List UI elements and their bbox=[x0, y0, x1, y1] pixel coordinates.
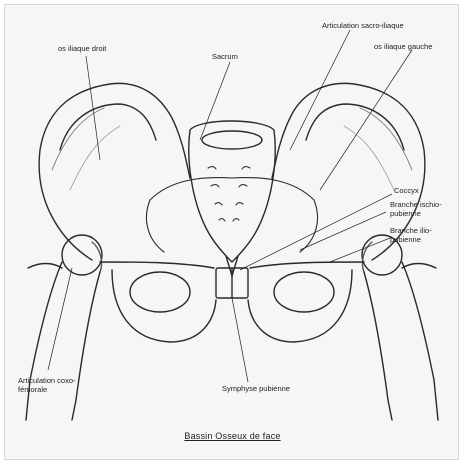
right-greater-trochanter bbox=[402, 264, 436, 269]
right-femur bbox=[364, 262, 438, 420]
left-greater-trochanter bbox=[28, 264, 62, 269]
leader-articulation-coxo-femorale bbox=[48, 268, 72, 370]
label-coccyx: Coccyx bbox=[394, 186, 419, 195]
left-iliac-crest-shading bbox=[52, 108, 104, 170]
right-ischium bbox=[248, 270, 352, 342]
figure-title: Bassin Osseux de face bbox=[0, 431, 465, 441]
left-ischium bbox=[112, 270, 216, 342]
sacrum-outline bbox=[189, 121, 275, 262]
left-superior-pubic-ramus bbox=[100, 262, 214, 268]
leader-articulation-sacro-iliaque bbox=[290, 30, 350, 150]
leader-symphyse-pubienne bbox=[232, 298, 248, 382]
leader-sacrum bbox=[200, 62, 230, 140]
leader-branche-ilio-pubienne bbox=[330, 238, 390, 262]
label-sacrum: Sacrum bbox=[212, 52, 238, 61]
left-ilium-inner bbox=[60, 104, 156, 150]
label-os-iliaque-droit: os iliaque droit bbox=[58, 44, 106, 53]
pelvic-brim bbox=[150, 178, 318, 252]
label-branche-ischio-pubienne: Branche ischio-pubienne bbox=[390, 200, 450, 218]
right-ilium-inner bbox=[306, 104, 404, 150]
right-obturator-foramen bbox=[274, 272, 334, 312]
sacral-promontory bbox=[202, 131, 262, 149]
leader-branche-ischio-pubienne bbox=[300, 212, 386, 250]
label-branche-ilio-pubienne: Branche ilio-pubienne bbox=[390, 226, 450, 244]
left-obturator-foramen bbox=[130, 272, 190, 312]
left-femur bbox=[26, 262, 100, 420]
left-ilium-outline bbox=[39, 83, 190, 260]
leader-os-iliaque-gauche bbox=[320, 50, 412, 190]
left-femoral-head bbox=[62, 235, 102, 275]
label-symphyse-pubienne: Symphyse pubienne bbox=[222, 384, 290, 393]
right-superior-pubic-ramus bbox=[250, 262, 364, 268]
label-os-iliaque-gauche: os iliaque gauche bbox=[374, 42, 432, 51]
label-articulation-sacro-iliaque: Articulation sacro-iliaque bbox=[322, 21, 404, 30]
label-articulation-coxo-femorale: Articulation coxo-fémorale bbox=[18, 376, 78, 394]
